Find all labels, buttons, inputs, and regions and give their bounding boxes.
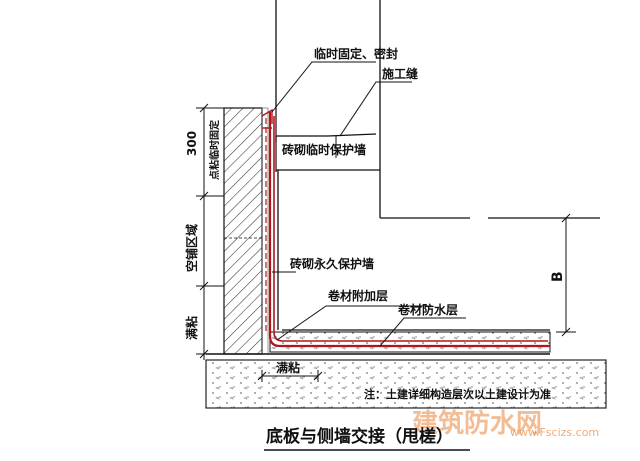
dim-bottom-full-stick: 满粘 — [276, 360, 300, 375]
label-construction-joint: 施工缝 — [382, 66, 418, 81]
left-dimension — [196, 103, 224, 360]
watermark-url: www.Fscizs.com — [510, 426, 599, 439]
temp-wall-top — [275, 108, 380, 172]
note-text: 注：土建详细构造层次以土建设计为准 — [364, 387, 551, 401]
label-temp-brick-wall: 砖砌临时保护墙 — [282, 142, 366, 157]
bottom-dimension — [257, 370, 323, 382]
diagram-title: 底板与侧墙交接（甩槎） — [266, 426, 453, 447]
label-membrane-additional: 卷材附加层 — [327, 288, 388, 303]
watermark-text: 建筑防水网 — [412, 408, 542, 439]
label-membrane-waterproof: 卷材防水层 — [397, 302, 458, 317]
dim-spot-temp-fix: 点粘临时固定 — [208, 120, 221, 180]
dim-full-stick: 满粘 — [184, 316, 199, 340]
temp-fix-clips — [261, 108, 273, 129]
right-dimension-b — [556, 213, 600, 337]
membrane-lines — [265, 112, 550, 348]
hatched-brick-wall — [223, 107, 263, 355]
mortar-strip — [261, 107, 269, 355]
dim-b: B — [550, 271, 566, 282]
leader-lines — [271, 61, 466, 347]
base-cushion — [205, 359, 607, 409]
dim-empty-area: 空铺区域 — [184, 224, 199, 272]
construction-joint — [275, 133, 377, 142]
dim-300: 300 — [185, 131, 199, 156]
label-perm-brick-wall: 砖砌永久保护墙 — [290, 256, 374, 271]
bottom-slab-concrete — [269, 331, 551, 353]
label-temp-fix-seal: 临时固定、密封 — [314, 46, 398, 61]
